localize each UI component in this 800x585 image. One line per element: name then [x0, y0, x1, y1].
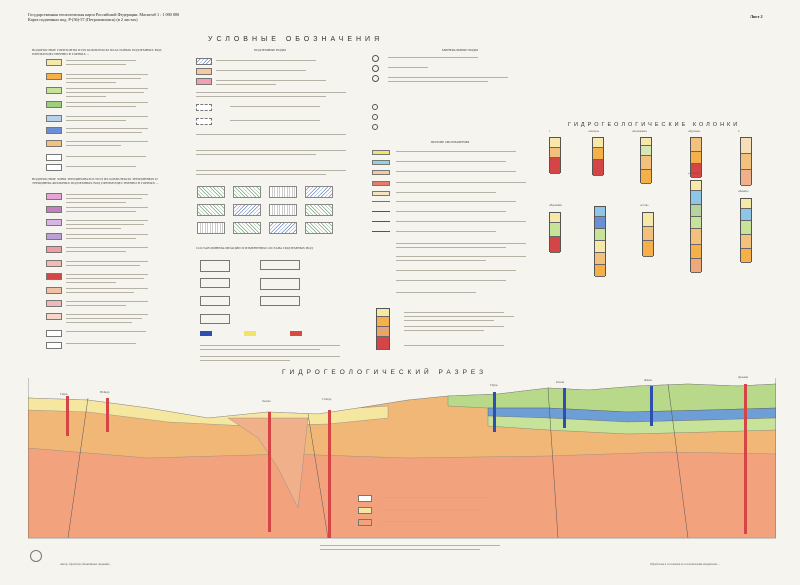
legend-swatch — [196, 78, 212, 85]
legend-swatch — [46, 260, 62, 267]
sheet-number: Лист 2 — [750, 14, 763, 19]
legend-swatch — [46, 140, 62, 147]
legend-section5-title: ПРОЧИЕ ОБОЗНАЧЕНИЯ — [430, 140, 470, 144]
legend-swatch — [46, 73, 62, 80]
well-label: Т.Куль — [490, 384, 498, 387]
legend-swatch — [46, 164, 62, 171]
legend-swatch — [46, 330, 62, 337]
legend-swatch — [46, 219, 62, 226]
section-title: ГИДРОГЕОЛОГИЧЕСКИЙ РАЗРЕЗ — [282, 369, 488, 376]
well-label: Дальняя — [738, 376, 748, 379]
column-label: «Кольцевая» — [632, 130, 648, 133]
column-label: 4 — [738, 130, 740, 133]
legend-section6-title: СОСТАВ МИНЕРАЛИЗАЦИИ И ИЗМЕНЕНИЯ СОСТАВА… — [196, 246, 313, 250]
footer-right: Обработана и составлена по геологическим… — [650, 563, 720, 566]
legend-swatch — [196, 68, 212, 75]
column-label: «Буровая» — [688, 130, 701, 133]
legend-swatch — [46, 287, 62, 294]
well-label: Лесная — [262, 400, 271, 403]
legend-swatch — [46, 127, 62, 134]
well-label: Ю.Кедр — [100, 391, 110, 394]
map-header: Государственная геологическая карта Росс… — [28, 12, 348, 22]
legend-swatch — [46, 313, 62, 320]
column-label: 1 — [549, 130, 551, 133]
well-label: Фанил — [644, 379, 652, 382]
column-label: «Лесная» — [688, 172, 700, 175]
column-label: «Ангара» — [588, 130, 600, 133]
header-line-1: Государственная геологическая карта Росс… — [28, 12, 180, 17]
legend-section2-title: ВОДОНОСНЫЕ ЗОНЫ ТРЕЩИНОВАТОСТИ И ИХ КОМП… — [32, 177, 159, 186]
legend-swatch — [46, 101, 62, 108]
well-label: Т.Куль — [60, 393, 68, 396]
cross-section — [28, 378, 776, 539]
footer-left: Автор: обработка объективных сведений... — [60, 563, 111, 566]
well-label: Ст.Кедр — [322, 398, 332, 401]
legend-swatch — [46, 154, 62, 161]
legend-swatch — [46, 59, 62, 66]
column-label: «Сети» — [640, 204, 649, 207]
legend-swatch — [46, 273, 62, 280]
legend-section4-title: МИНЕРАЛЬНЫЕ ВОДЫ — [441, 48, 479, 52]
north-arrow-icon — [30, 550, 42, 562]
legend-swatch — [46, 233, 62, 240]
well-label: Ключи — [556, 381, 565, 384]
column-label: «Фанил» — [738, 190, 749, 193]
legend-swatch — [46, 193, 62, 200]
legend-swatch — [196, 58, 212, 65]
legend-swatch — [46, 342, 62, 349]
legend-section3-title: ПОДЗЕМНЫЕ ВОДЫ — [253, 48, 287, 52]
legend-swatch — [46, 246, 62, 253]
legend-swatch — [46, 87, 62, 94]
column-label: «Верхний» — [549, 204, 563, 207]
columns-title: ГИДРОГЕОЛОГИЧЕСКИЕ КОЛОНКИ — [568, 122, 741, 128]
legend-swatch — [46, 206, 62, 213]
header-line-2: Карта подземных вод. P-(56)-57 (Петропав… — [28, 17, 138, 22]
legend-swatch — [46, 300, 62, 307]
legend-title: УСЛОВНЫЕ ОБОЗНАЧЕНИЯ — [208, 36, 384, 43]
legend-swatch — [46, 115, 62, 122]
legend-section1-title: ВОДОНОСНЫЕ ГОРИЗОНТЫ И ИХ КОМПЛЕКСЫ ПЛАС… — [32, 48, 162, 57]
